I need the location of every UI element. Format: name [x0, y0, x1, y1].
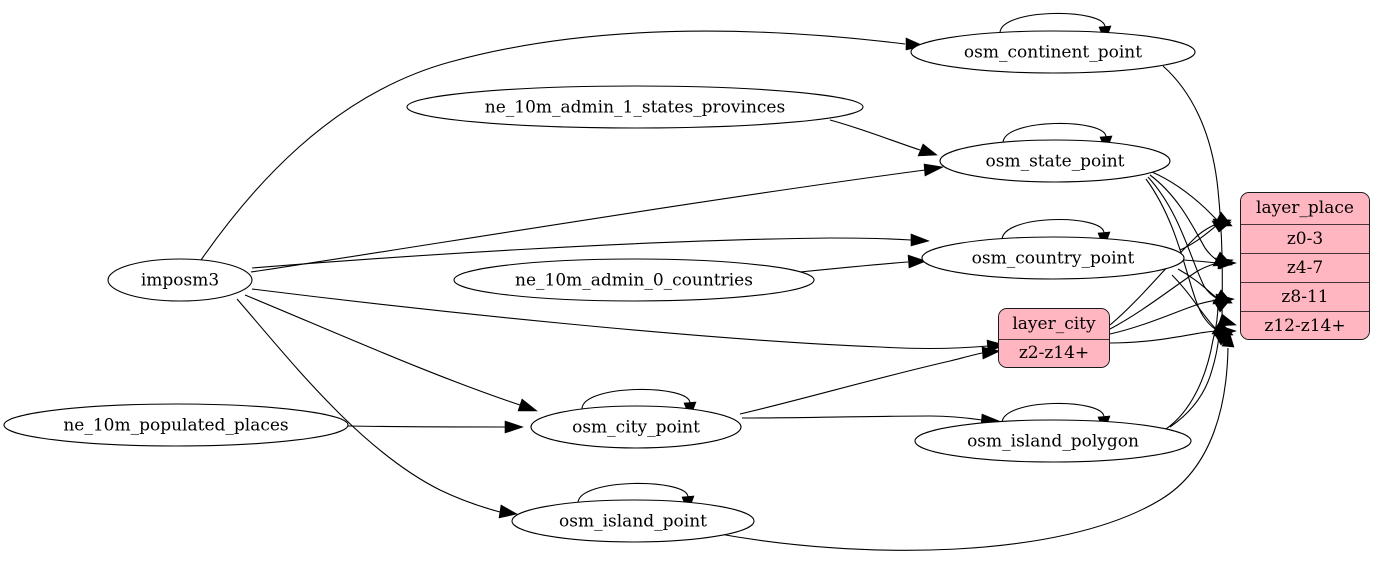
layer_place-row-z8-11[interactable]: z8-11 — [1241, 282, 1369, 311]
edge-osm_state_point-to-layer_place-z0 — [1151, 171, 1219, 222]
node-osm-island-point-shape[interactable] — [511, 499, 755, 543]
edge-osm_city_point-to-osm_island_polygon — [741, 415, 983, 421]
edge-layer_city-to-layer_place-z0 — [1109, 223, 1217, 326]
layer_place-header: layer_place — [1241, 193, 1369, 224]
arrowhead-islandpoly-z8 — [1212, 298, 1232, 313]
node-ne-countries-label: ne_10m_admin_0_countries — [515, 271, 753, 291]
node-osm-country-point-shape[interactable] — [921, 236, 1185, 280]
arrowhead-imposm3-city — [517, 398, 538, 412]
edge-selfloop-osm_state_point — [1002, 122, 1107, 144]
arrowhead-nepopulated-city — [504, 420, 524, 434]
edge-selfloop-osm_continent_point — [999, 12, 1106, 34]
edge-ne_states-to-osm_state_point — [829, 119, 921, 151]
edge-selfloop-osm_country_point — [1001, 218, 1105, 241]
edge-osm_island_polygon-to-layer_place-z8 — [1165, 302, 1219, 430]
arrowhead-layercity-z4 — [1214, 257, 1234, 270]
arrowhead-nestates-state — [917, 143, 938, 157]
node-osm-continent-point-shape[interactable] — [910, 30, 1196, 74]
node-osm-state-point-shape[interactable] — [939, 139, 1171, 183]
node-osm-state-point-label: osm_state_point — [986, 152, 1125, 172]
node-osm_state_point[interactable]: osm_state_point — [939, 139, 1171, 183]
edge-imposm3-to-osm_country_point — [251, 237, 912, 269]
node-ne-populated-shape[interactable] — [3, 403, 349, 447]
node-osm-city-point-label: osm_city_point — [572, 418, 700, 438]
node-ne-states-shape[interactable] — [406, 85, 864, 129]
node-osm_country_point[interactable]: osm_country_point — [921, 236, 1185, 280]
edge-osm_country_point-to-layer_place-z4 — [1183, 259, 1219, 264]
node-ne-countries-shape[interactable] — [453, 258, 815, 302]
edge-ne_countries-to-osm_country_point — [799, 261, 909, 273]
node-layer_place[interactable]: layer_place z0-3 z4-7 z8-11 z12-z14+ — [1240, 192, 1370, 340]
layer_place-row-z0-3[interactable]: z0-3 — [1241, 224, 1369, 253]
edge-osm_state_point-to-layer_place-z4 — [1149, 174, 1219, 262]
edge-imposm3-to-osm_city_point — [244, 294, 521, 406]
edge-imposm3-to-osm_island_point — [236, 298, 501, 513]
edge-osm_country_point-to-layer_place-z8 — [1177, 268, 1218, 299]
edge-osm_city_point-to-layer_city — [739, 352, 983, 415]
layer_city-header: layer_city — [999, 309, 1109, 339]
edge-ne_populated-to-osm_city_point — [347, 425, 506, 428]
node-imposm3[interactable]: imposm3 — [107, 258, 253, 302]
edge-osm_island_polygon-to-layer_place-z12 — [1169, 335, 1220, 428]
edge-osm_continent_point-to-layer_place-z12 — [1162, 65, 1223, 323]
edge-imposm3-to-osm_state_point — [250, 169, 926, 273]
arrowhead-continent-z12 — [1217, 313, 1237, 327]
node-ne_10m_admin_0_countries[interactable]: ne_10m_admin_0_countries — [453, 258, 815, 302]
arrowhead-islandpoint-z12 — [1221, 330, 1235, 348]
node-osm-city-point-shape[interactable] — [530, 405, 742, 449]
edge-selfloop-osm_island_point — [577, 482, 689, 504]
arrowhead-city-layercity — [981, 346, 1001, 360]
layer_city-row-z2-z14plus[interactable]: z2-z14+ — [999, 339, 1109, 367]
arrowhead-layercity-z0 — [1212, 218, 1232, 231]
node-ne-states-label: ne_10m_admin_1_states_provinces — [485, 98, 785, 118]
node-osm_continent_point[interactable]: osm_continent_point — [910, 30, 1196, 74]
node-osm-island-polygon-shape[interactable] — [914, 419, 1192, 463]
edge-osm_country_point-to-layer_place-z0 — [1179, 225, 1217, 251]
node-osm_island_point[interactable]: osm_island_point — [511, 499, 755, 543]
node-imposm3-shape[interactable] — [107, 258, 253, 302]
node-osm-continent-point-label: osm_continent_point — [964, 43, 1142, 63]
node-osm-island-point-label: osm_island_point — [559, 512, 707, 532]
edge-osm_state_point-to-layer_place-z8 — [1147, 176, 1219, 300]
node-imposm3-label: imposm3 — [141, 271, 219, 291]
layer_place-row-z4-7[interactable]: z4-7 — [1241, 253, 1369, 282]
node-osm_island_polygon[interactable]: osm_island_polygon — [914, 419, 1192, 463]
edge-layer_city-to-layer_place-z4 — [1109, 262, 1218, 330]
node-ne_10m_admin_1_states_provinces[interactable]: ne_10m_admin_1_states_provinces — [406, 85, 864, 129]
node-osm_city_point[interactable]: osm_city_point — [530, 405, 742, 449]
node-osm-country-point-label: osm_country_point — [972, 249, 1135, 269]
arrowhead-imposm3-islandpoint — [498, 504, 518, 519]
edge-selfloop-osm_city_point — [581, 388, 691, 410]
edge-imposm3-to-layer_city — [251, 288, 989, 350]
arrowhead-imposm3-country — [910, 233, 930, 247]
edge-selfloop-osm_island_polygon — [1001, 402, 1105, 424]
node-layer_city[interactable]: layer_city z2-z14+ — [998, 308, 1110, 368]
edge-layer_city-to-layer_place-z8 — [1109, 299, 1218, 335]
node-ne-populated-label: ne_10m_populated_places — [63, 416, 288, 436]
edge-osm_country_point-to-layer_place-z12 — [1171, 274, 1217, 330]
edge-osm_island_point-to-layer_place-z12 — [713, 347, 1229, 551]
layer_place-row-z12-z14plus[interactable]: z12-z14+ — [1241, 311, 1369, 339]
arrowhead-necountries-country — [907, 254, 927, 269]
node-layer: imposm3 ne_10m_admin_1_states_provinces … — [3, 30, 1196, 543]
edge-layer_city-to-layer_place-z12 — [1109, 330, 1219, 344]
arrowhead-imposm3-state — [923, 163, 944, 177]
node-osm-island-polygon-label: osm_island_polygon — [967, 432, 1139, 452]
node-ne_10m_populated_places[interactable]: ne_10m_populated_places — [3, 403, 349, 447]
edge-imposm3-to-osm_continent_point — [200, 30, 906, 261]
